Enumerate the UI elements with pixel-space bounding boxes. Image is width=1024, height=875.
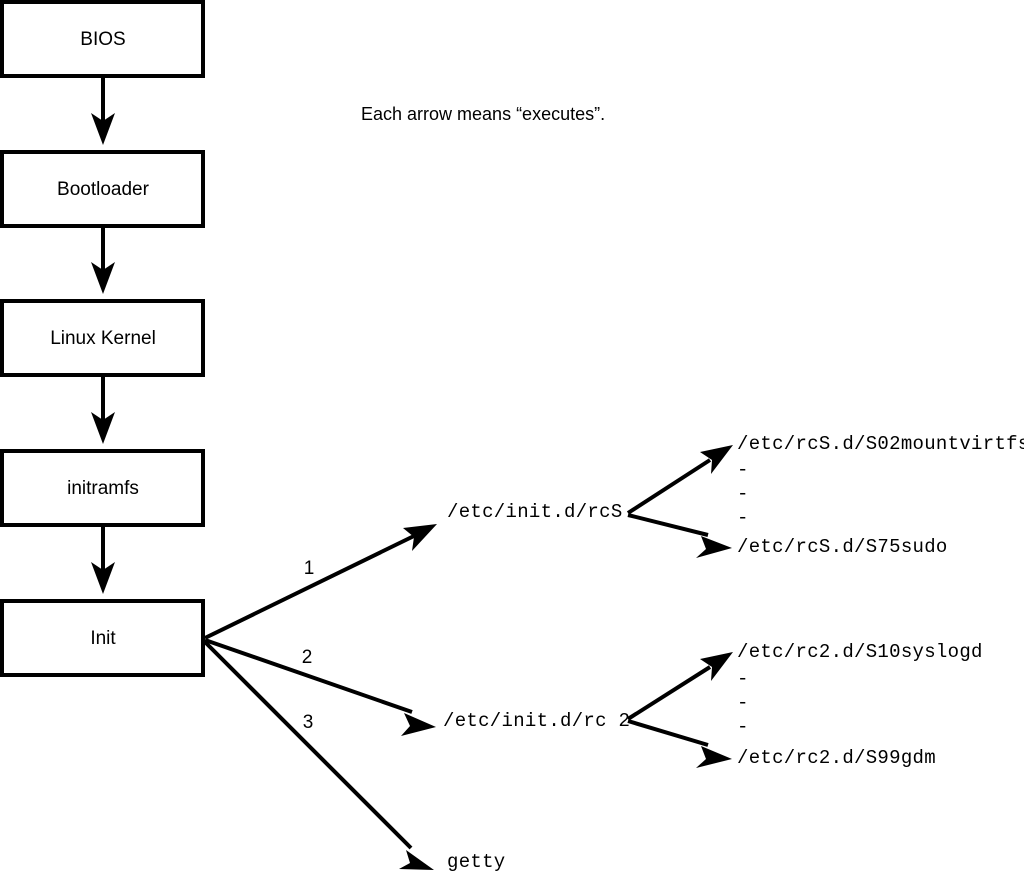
arrow-initramfs-to-init (91, 525, 115, 594)
rcs-script-label[interactable]: /etc/init.d/rcS (447, 501, 623, 523)
node-bootloader[interactable]: Bootloader (0, 150, 205, 228)
rc2-ellipsis-dash-1: - (737, 668, 748, 690)
arrow-kernel-to-initramfs (91, 375, 115, 444)
init-label: Init (90, 628, 116, 649)
arrow-rcs-to-last-script (627, 513, 732, 558)
branch-number-2: 2 (302, 647, 313, 668)
arrow-head-icon (91, 562, 115, 594)
arrow-shaft (627, 513, 709, 537)
arrow-rcs-to-first-script (626, 445, 733, 515)
rcs-first-script-label[interactable]: /etc/rcS.d/S02mountvirtfs (737, 433, 1024, 455)
linux-kernel-label: Linux Kernel (50, 328, 156, 349)
rc2-last-script-label[interactable]: /etc/rc2.d/S99gdm (737, 747, 936, 769)
rcs-ellipsis-dash-1: - (737, 459, 748, 481)
linux-kernel-box[interactable] (0, 299, 205, 377)
branch-number-1: 1 (304, 558, 315, 579)
arrow-shaft (626, 458, 712, 515)
rc2-ellipsis-dash-3: - (737, 716, 748, 738)
rcs-ellipsis-dash-2: - (737, 483, 748, 505)
rc2-script-label[interactable]: /etc/init.d/rc 2 (443, 710, 630, 732)
branch-number-3: 3 (303, 712, 314, 733)
arrow-head-icon (403, 524, 437, 551)
node-initramfs[interactable]: initramfs (0, 449, 205, 527)
initramfs-label: initramfs (67, 478, 139, 499)
arrow-rc2-to-first-script (626, 652, 733, 721)
init-box[interactable] (0, 599, 205, 677)
arrow-head-icon (91, 412, 115, 444)
arrow-shaft (204, 638, 413, 714)
arrow-init-to-rcs (204, 524, 437, 640)
arrow-init-to-getty (203, 640, 434, 870)
bootloader-label: Bootloader (57, 179, 150, 200)
caption-text: Each arrow means “executes”. (361, 104, 605, 124)
arrow-shaft (204, 533, 417, 640)
arrow-head-icon (91, 113, 115, 145)
bootloader-box[interactable] (0, 150, 205, 228)
bios-label: BIOS (80, 29, 125, 50)
arrow-head-icon (696, 746, 732, 768)
arrow-rc2-to-last-script (627, 719, 732, 768)
arrow-head-icon (401, 713, 436, 736)
bios-box[interactable] (0, 0, 205, 78)
arrow-init-to-rc2 (204, 638, 436, 736)
arrow-head-icon (700, 445, 733, 474)
arrow-head-icon (399, 850, 434, 870)
node-bios[interactable]: BIOS (0, 0, 205, 78)
arrow-shaft (627, 719, 709, 747)
rc2-ellipsis-dash-2: - (737, 692, 748, 714)
rcs-last-script-label[interactable]: /etc/rcS.d/S75sudo (737, 536, 948, 558)
arrow-head-icon (696, 536, 732, 558)
node-init[interactable]: Init (0, 599, 205, 677)
arrow-shaft (626, 665, 712, 721)
arrow-head-icon (700, 652, 733, 681)
arrow-bootloader-to-kernel (91, 226, 115, 294)
arrow-head-icon (91, 262, 115, 294)
node-linux-kernel[interactable]: Linux Kernel (0, 299, 205, 377)
arrow-bios-to-bootloader (91, 76, 115, 145)
getty-label[interactable]: getty (447, 851, 506, 873)
arrow-shaft (203, 640, 413, 850)
rc2-first-script-label[interactable]: /etc/rc2.d/S10syslogd (737, 641, 983, 663)
rcs-ellipsis-dash-3: - (737, 507, 748, 529)
